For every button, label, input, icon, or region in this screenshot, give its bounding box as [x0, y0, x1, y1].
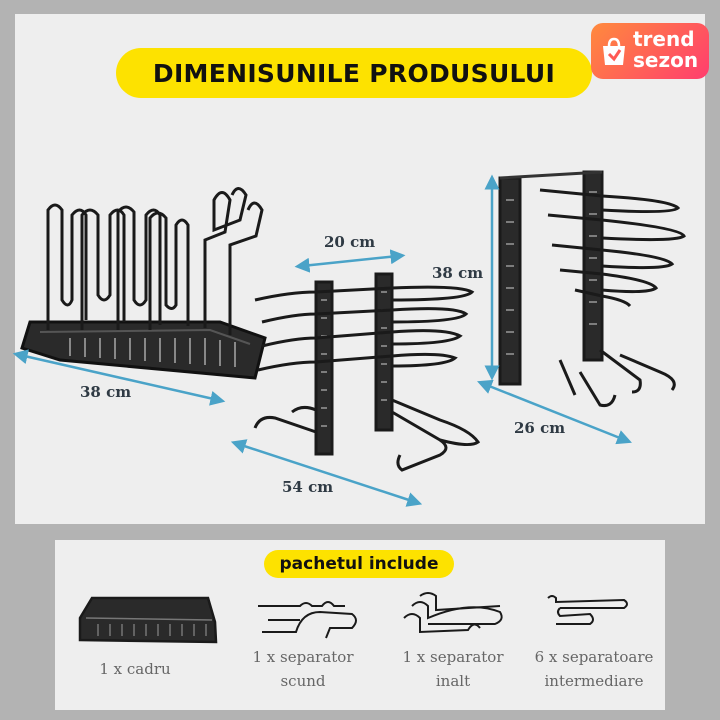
rack-vertical-illustration — [498, 170, 686, 407]
brand-name-line2: sezon — [633, 48, 699, 72]
rack-horizontal-illustration — [253, 272, 481, 472]
dimension-rack-width: 20 cm — [324, 233, 376, 251]
dimension-rack-depth: 26 cm — [514, 419, 566, 437]
frame-icon — [78, 596, 218, 644]
package-item-label: 1 x cadru — [99, 660, 171, 678]
intermediate-separator-icon — [547, 595, 628, 625]
package-item-frame: 1 x cadru — [80, 657, 190, 681]
dimension-rack-height: 38 cm — [432, 264, 484, 282]
package-item-label: 1 x separator — [402, 648, 504, 666]
shopping-bag-icon — [603, 37, 625, 65]
package-heading: pachetul include — [264, 550, 454, 578]
brand-name: trend sezon — [633, 29, 698, 71]
package-item-sublabel: inalt — [435, 672, 471, 690]
package-item-intermediate-separator: 6 x separatoare intermediare — [524, 645, 664, 693]
brand-name-line1: trend — [633, 27, 695, 51]
package-item-label: 6 x separatoare — [534, 648, 654, 666]
package-item-short-separator: 1 x separator scund — [238, 645, 368, 693]
dimension-rack-length: 54 cm — [282, 478, 334, 496]
package-item-sublabel: scund — [280, 672, 326, 690]
package-item-sublabel: intermediare — [544, 672, 644, 690]
package-item-tall-separator: 1 x separator inalt — [388, 645, 518, 693]
package-item-label: 1 x separator — [252, 648, 354, 666]
tall-separator-icon — [403, 592, 503, 634]
dimension-base-length: 38 cm — [80, 383, 132, 401]
page-title: DIMENISUNILE PRODUSULUI — [116, 48, 592, 98]
dimension-arrows — [12, 174, 632, 507]
brand-logo: trend sezon — [591, 23, 709, 79]
short-separator-icon — [258, 601, 357, 639]
